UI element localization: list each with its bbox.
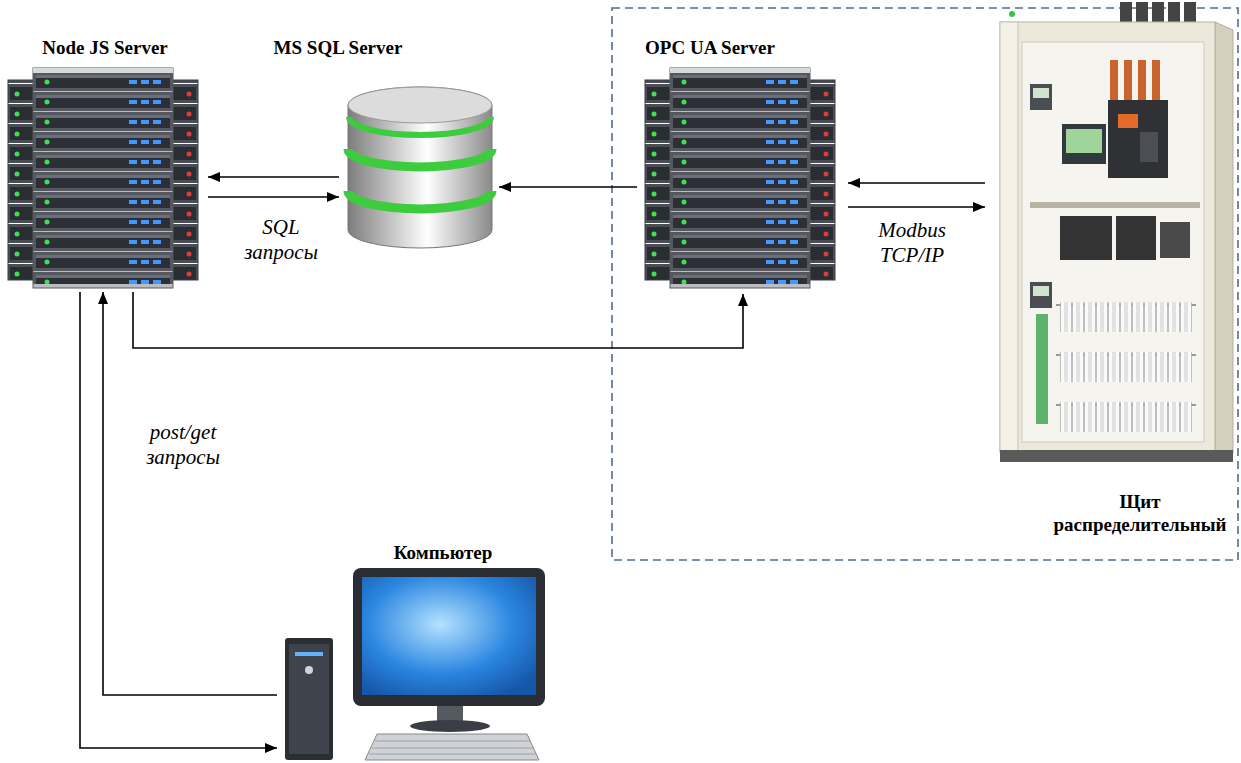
cabinet-illustration	[1060, 352, 1192, 382]
database-icon	[349, 117, 491, 135]
server-icon	[670, 68, 810, 288]
server-icon	[670, 72, 810, 284]
cabinet-illustration	[1033, 88, 1049, 98]
server-icon	[645, 68, 835, 288]
computer-icon	[410, 720, 490, 732]
computer-icon	[365, 734, 539, 760]
connector-label: SQL запросы	[234, 215, 328, 265]
computer-icon	[369, 754, 536, 755]
connector-arrow	[499, 186, 637, 188]
connector-arrow	[208, 176, 339, 178]
computer-icon	[362, 577, 536, 695]
connector-label: Modbus TCP/IP	[860, 218, 964, 268]
connector-arrow	[80, 292, 277, 748]
cabinet-illustration	[1152, 60, 1160, 100]
server-icon	[33, 72, 173, 284]
connector-arrow	[848, 182, 985, 184]
computer-node: Компьютер	[285, 568, 545, 760]
cabinet-illustration	[1030, 282, 1052, 308]
cabinet-illustration	[1060, 402, 1192, 432]
cabinet-illustration	[1160, 222, 1190, 258]
cabinet-illustration	[1118, 114, 1138, 128]
cabinet-illustration	[1215, 22, 1233, 454]
cabinet-illustration	[1030, 84, 1052, 110]
computer-icon	[289, 644, 329, 754]
connector-arrow	[133, 292, 743, 348]
cabinet-illustration	[1110, 60, 1118, 100]
connector-arrow	[103, 292, 277, 695]
cabinet-illustration	[1036, 314, 1048, 424]
node-label: Компьютер	[394, 542, 493, 565]
cabinet-illustration	[1009, 11, 1015, 17]
node-label: Node JS Server	[42, 37, 168, 60]
cabinet-illustration	[1140, 132, 1158, 162]
database-icon	[348, 191, 492, 209]
cabinet-illustration	[1000, 22, 1215, 452]
cabinet-illustration	[1116, 216, 1156, 260]
cabinet-node: Щит распределительный	[990, 2, 1235, 465]
computer-icon	[372, 748, 534, 749]
region-outline	[612, 8, 1238, 560]
node-label: OPC UA Server	[645, 37, 775, 60]
database-node: MS SQL Server	[345, 85, 495, 250]
server-node: Node JS Server	[8, 68, 198, 288]
cabinet-illustration	[1000, 2, 1233, 462]
node-label: MS SQL Server	[274, 37, 403, 60]
database-icon	[348, 87, 492, 248]
database-icon	[348, 87, 492, 248]
cabinet-illustration	[1108, 100, 1168, 178]
cabinet-illustration	[1000, 22, 1018, 452]
computer-icon	[285, 638, 333, 760]
cabinet-illustration	[1030, 202, 1200, 208]
cabinet-illustration	[1066, 129, 1102, 153]
server-icon	[8, 68, 198, 288]
database-icon	[348, 87, 492, 123]
computer-icon	[353, 568, 545, 706]
cabinet-illustration	[1060, 216, 1112, 260]
node-label: Щит распределительный	[1045, 491, 1235, 537]
cabinet-illustration	[1022, 42, 1204, 442]
computer-icon	[305, 666, 313, 674]
cabinet-illustration	[1124, 60, 1132, 100]
server-icon	[670, 68, 810, 73]
region-outline	[612, 8, 1238, 560]
server-icon	[33, 68, 173, 288]
database-icon	[348, 149, 492, 167]
server-node: OPC UA Server	[645, 68, 840, 290]
computer-icon	[295, 652, 323, 656]
connector-arrow	[848, 206, 985, 208]
cabinet-illustration	[1060, 302, 1192, 332]
cabinet-illustration	[1000, 450, 1233, 462]
server-icon	[33, 68, 173, 73]
cabinet-illustration	[1062, 124, 1106, 164]
computer-icon	[375, 741, 530, 742]
cabinet-illustration	[1033, 286, 1049, 296]
computer-icon	[285, 568, 545, 760]
connector-label: post/get запросы	[131, 420, 235, 470]
connector-arrow	[208, 196, 339, 198]
cabinet-illustration	[1138, 60, 1146, 100]
